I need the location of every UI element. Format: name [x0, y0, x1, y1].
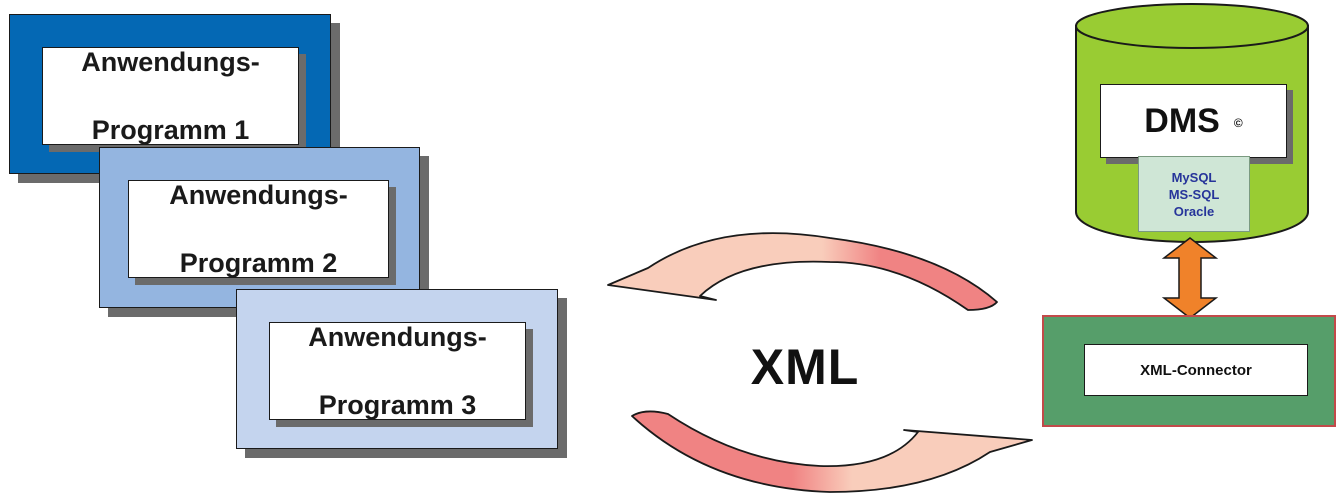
database-item-oracle: Oracle — [1173, 203, 1215, 219]
program-3-line1: Anwendungs- — [308, 322, 487, 352]
program-2-label: Anwendungs- Programm 2 — [128, 180, 389, 278]
program-panel-3: Anwendungs- Programm 3 — [236, 289, 558, 449]
program-panel-1: Anwendungs- Programm 1 — [9, 14, 331, 174]
program-2-line1: Anwendungs- — [169, 180, 348, 210]
xml-connector-label: XML-Connector — [1084, 344, 1308, 396]
program-3-line2: Programm 3 — [318, 390, 477, 420]
xml-connector-box: XML-Connector — [1042, 315, 1336, 427]
program-3-label: Anwendungs- Programm 3 — [269, 322, 526, 420]
xml-label: XML — [750, 339, 860, 395]
cycle-arrow-upper-icon — [607, 232, 998, 311]
database-list: MySQL MS-SQL Oracle — [1138, 156, 1250, 232]
cycle-arrow-lower-icon — [631, 410, 1033, 493]
database-item-mysql: MySQL — [1171, 169, 1217, 185]
dms-title: DMS — [1144, 101, 1220, 140]
program-panel-2: Anwendungs- Programm 2 — [99, 147, 420, 308]
program-1-label: Anwendungs- Programm 1 — [42, 47, 299, 145]
database-item-mssql: MS-SQL — [1168, 186, 1220, 202]
program-1-line1: Anwendungs- — [81, 47, 260, 77]
program-2-line2: Programm 2 — [179, 248, 338, 278]
program-1-line2: Programm 1 — [91, 115, 250, 145]
dms-label-box: DMS © — [1100, 84, 1287, 158]
double-arrow-icon — [1161, 237, 1219, 319]
copyright-mark: © — [1233, 116, 1243, 130]
